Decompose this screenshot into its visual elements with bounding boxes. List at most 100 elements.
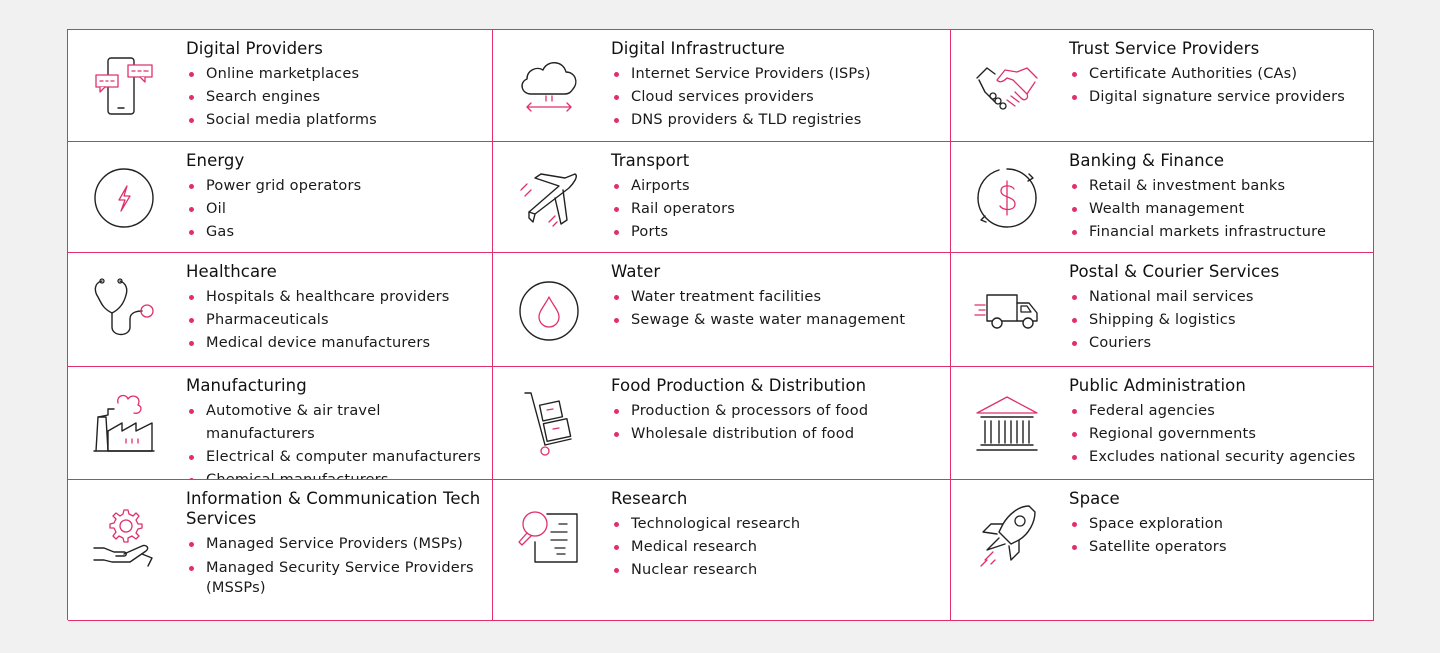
list-item: Electrical & computer manufacturers <box>186 446 486 469</box>
magnifier-document-icon <box>515 502 583 570</box>
sector-list: Technological research Medical research … <box>611 513 944 582</box>
list-item: Automotive & air travel manufacturers <box>186 400 486 446</box>
list-item: Water treatment facilities <box>611 286 944 309</box>
sector-list: Production & processors of food Wholesal… <box>611 400 944 446</box>
sector-list: Retail & investment banks Wealth managem… <box>1069 175 1367 244</box>
gear-hand-icon <box>90 502 158 570</box>
list-item: Managed Security Service Providers (MSSP… <box>186 558 486 598</box>
list-item: Medical research <box>611 536 944 559</box>
list-item: Medical device manufacturers <box>186 332 486 355</box>
sector-title: Healthcare <box>186 262 277 281</box>
sector-title: Public Administration <box>1069 376 1246 395</box>
sector-title: Trust Service Providers <box>1069 39 1260 58</box>
sector-list: Federal agencies Regional governments Ex… <box>1069 400 1367 469</box>
list-item: Financial markets infrastructure <box>1069 221 1367 244</box>
sector-list: Water treatment facilities Sewage & wast… <box>611 286 944 332</box>
list-item: Oil <box>186 198 486 221</box>
list-item: Retail & investment banks <box>1069 175 1367 198</box>
sector-title: Energy <box>186 151 245 170</box>
sector-list: Certificate Authorities (CAs) Digital si… <box>1069 63 1367 109</box>
sector-title: Postal & Courier Services <box>1069 262 1280 281</box>
sector-title: Research <box>611 489 688 508</box>
sector-title: Digital Providers <box>186 39 323 58</box>
list-item: Hospitals & healthcare providers <box>186 286 486 309</box>
sector-list: Automotive & air travel manufacturers El… <box>186 400 486 479</box>
list-item: Pharmaceuticals <box>186 309 486 332</box>
sector-cell-ict-services: Information & Communication Tech Service… <box>68 480 493 621</box>
list-item: Rail operators <box>611 198 944 221</box>
list-item: Chemical manufacturers <box>186 469 486 479</box>
list-item: Satellite operators <box>1069 536 1367 559</box>
delivery-truck-icon <box>973 275 1041 343</box>
list-item: Production & processors of food <box>611 400 944 423</box>
sector-cell-digital-infrastructure: Digital Infrastructure Internet Service … <box>493 30 951 142</box>
water-drop-icon <box>515 275 583 343</box>
list-item: Regional governments <box>1069 423 1367 446</box>
list-item: Gas <box>186 221 486 244</box>
list-item: Power grid operators <box>186 175 486 198</box>
sector-cell-transport: Transport Airports Rail operators Ports <box>493 142 951 253</box>
list-item: Certificate Authorities (CAs) <box>1069 63 1367 86</box>
dollar-cycle-icon <box>973 164 1041 232</box>
list-item: Wealth management <box>1069 198 1367 221</box>
list-item: Sewage & waste water management <box>611 309 944 332</box>
sector-list: Airports Rail operators Ports <box>611 175 944 244</box>
list-item: Online marketplaces <box>186 63 486 86</box>
list-item: Technological research <box>611 513 944 536</box>
phone-chat-icon <box>90 52 158 120</box>
hand-truck-icon <box>515 389 583 457</box>
government-building-icon <box>973 389 1041 457</box>
sector-cell-energy: Energy Power grid operators Oil Gas <box>68 142 493 253</box>
sector-title: Space <box>1069 489 1120 508</box>
sector-title: Banking & Finance <box>1069 151 1225 170</box>
list-item: Nuclear research <box>611 559 944 582</box>
factory-icon <box>90 389 158 457</box>
sector-cell-food-production: Food Production & Distribution Productio… <box>493 367 951 480</box>
sector-title: Manufacturing <box>186 376 307 395</box>
list-item: Couriers <box>1069 332 1367 355</box>
list-item: Wholesale distribution of food <box>611 423 944 446</box>
list-item: Ports <box>611 221 944 244</box>
sector-cell-trust-service-providers: Trust Service Providers Certificate Auth… <box>951 30 1374 142</box>
cloud-icon <box>515 52 583 120</box>
list-item: National mail services <box>1069 286 1367 309</box>
list-item: Search engines <box>186 86 486 109</box>
sector-list: Power grid operators Oil Gas <box>186 175 486 244</box>
sector-cell-banking-finance: Banking & Finance Retail & investment ba… <box>951 142 1374 253</box>
sector-cell-digital-providers: Digital Providers Online marketplaces Se… <box>68 30 493 142</box>
sector-title: Transport <box>611 151 690 170</box>
handshake-icon <box>973 52 1041 120</box>
sector-title: Information & Communication Tech Service… <box>186 489 481 528</box>
sector-cell-water: Water Water treatment facilities Sewage … <box>493 253 951 367</box>
sector-grid: Digital Providers Online marketplaces Se… <box>67 29 1374 621</box>
sector-list: Online marketplaces Search engines Socia… <box>186 63 486 132</box>
sector-cell-research: Research Technological research Medical … <box>493 480 951 621</box>
rocket-icon <box>973 502 1041 570</box>
sector-list: Space exploration Satellite operators <box>1069 513 1367 559</box>
sector-list: Managed Service Providers (MSPs) Managed… <box>186 533 486 598</box>
list-item: Airports <box>611 175 944 198</box>
list-item: Managed Service Providers (MSPs) <box>186 533 486 556</box>
sector-list: Hospitals & healthcare providers Pharmac… <box>186 286 486 355</box>
sector-title: Digital Infrastructure <box>611 39 785 58</box>
sector-title: Food Production & Distribution <box>611 376 867 395</box>
sector-cell-healthcare: Healthcare Hospitals & healthcare provid… <box>68 253 493 367</box>
list-item: Cloud services providers <box>611 86 944 109</box>
list-item: Space exploration <box>1069 513 1367 536</box>
stethoscope-icon <box>90 275 158 343</box>
list-item: Shipping & logistics <box>1069 309 1367 332</box>
list-item: Social media platforms <box>186 109 486 132</box>
list-item: Federal agencies <box>1069 400 1367 423</box>
list-item: Digital signature service providers <box>1069 86 1367 109</box>
sector-list: Internet Service Providers (ISPs) Cloud … <box>611 63 944 132</box>
sector-cell-public-administration: Public Administration Federal agencies R… <box>951 367 1374 480</box>
sector-cell-manufacturing: Manufacturing Automotive & air travel ma… <box>68 367 493 480</box>
list-item: Excludes national security agencies <box>1069 446 1367 469</box>
lightning-icon <box>90 164 158 232</box>
sector-cell-space: Space Space exploration Satellite operat… <box>951 480 1374 621</box>
sector-title: Water <box>611 262 661 281</box>
list-item: DNS providers & TLD registries <box>611 109 944 132</box>
airplane-icon <box>515 164 583 232</box>
sector-list: National mail services Shipping & logist… <box>1069 286 1367 355</box>
list-item: Internet Service Providers (ISPs) <box>611 63 944 86</box>
